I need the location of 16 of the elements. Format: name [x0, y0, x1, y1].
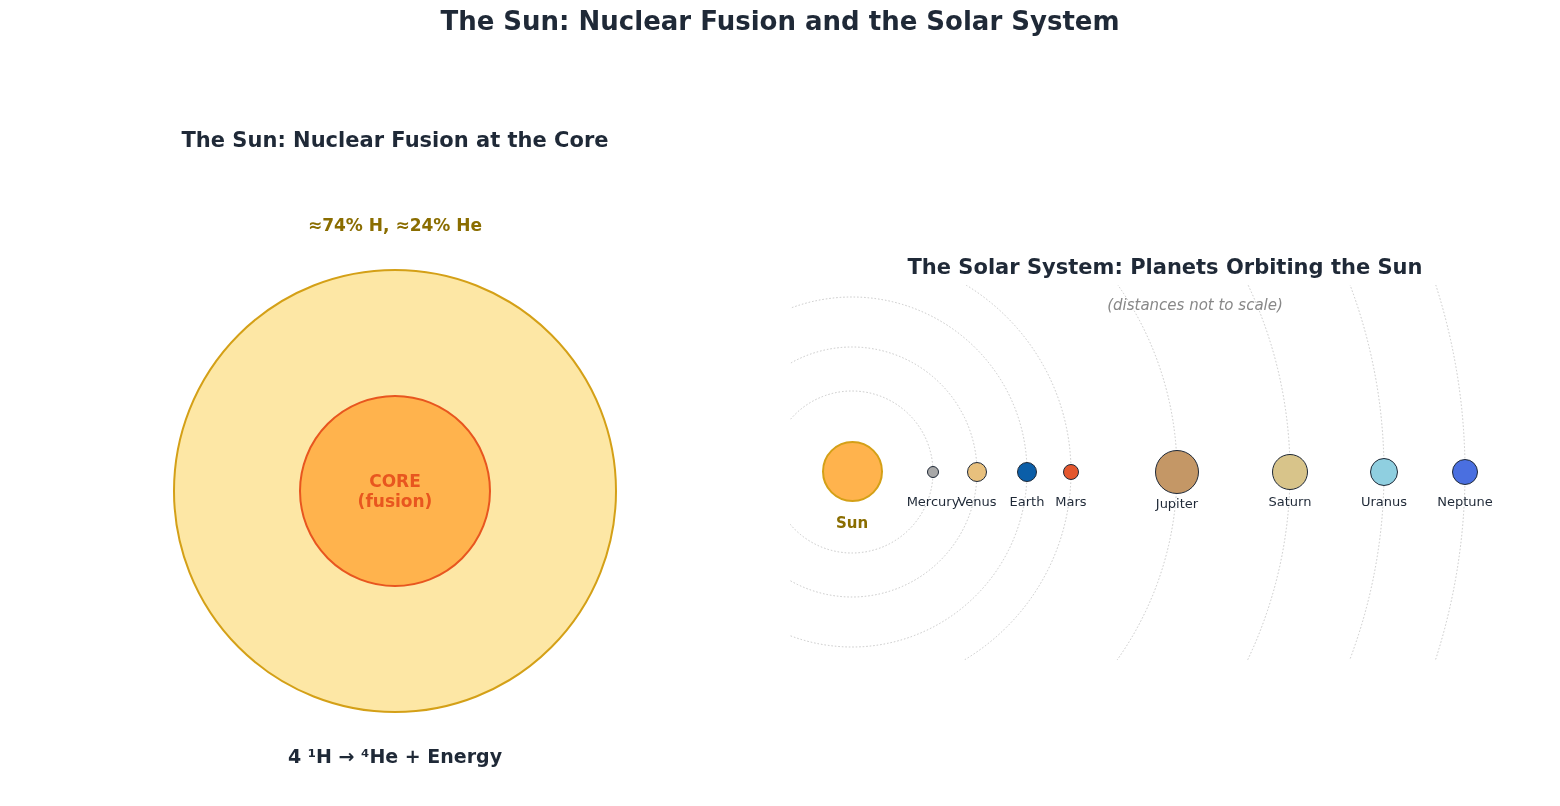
planet-label: Earth — [1009, 494, 1045, 509]
page-title: The Sun: Nuclear Fusion and the Solar System — [440, 6, 1120, 36]
planet-label: Neptune — [1437, 494, 1493, 509]
planet-label: Mars — [1055, 494, 1087, 509]
sun-label: Sun — [835, 514, 869, 532]
core-label: CORE (fusion) — [356, 471, 434, 511]
note-text: (distances not to scale) — [1107, 296, 1283, 314]
planet-label: Jupiter — [1155, 496, 1199, 511]
panel-title: The Sun: Nuclear Fusion at the Core — [181, 128, 609, 152]
planet-label: Saturn — [1268, 494, 1312, 509]
planet-label: Venus — [957, 494, 997, 509]
panel-title: The Solar System: Planets Orbiting the Sun — [907, 255, 1423, 279]
composition-label: ≈74% H, ≈24% He — [307, 215, 483, 235]
planet-label: Mercury — [906, 494, 960, 509]
equation-text: 4 ¹H → ⁴He + Energy — [287, 745, 503, 767]
planet-label: Uranus — [1360, 494, 1408, 509]
